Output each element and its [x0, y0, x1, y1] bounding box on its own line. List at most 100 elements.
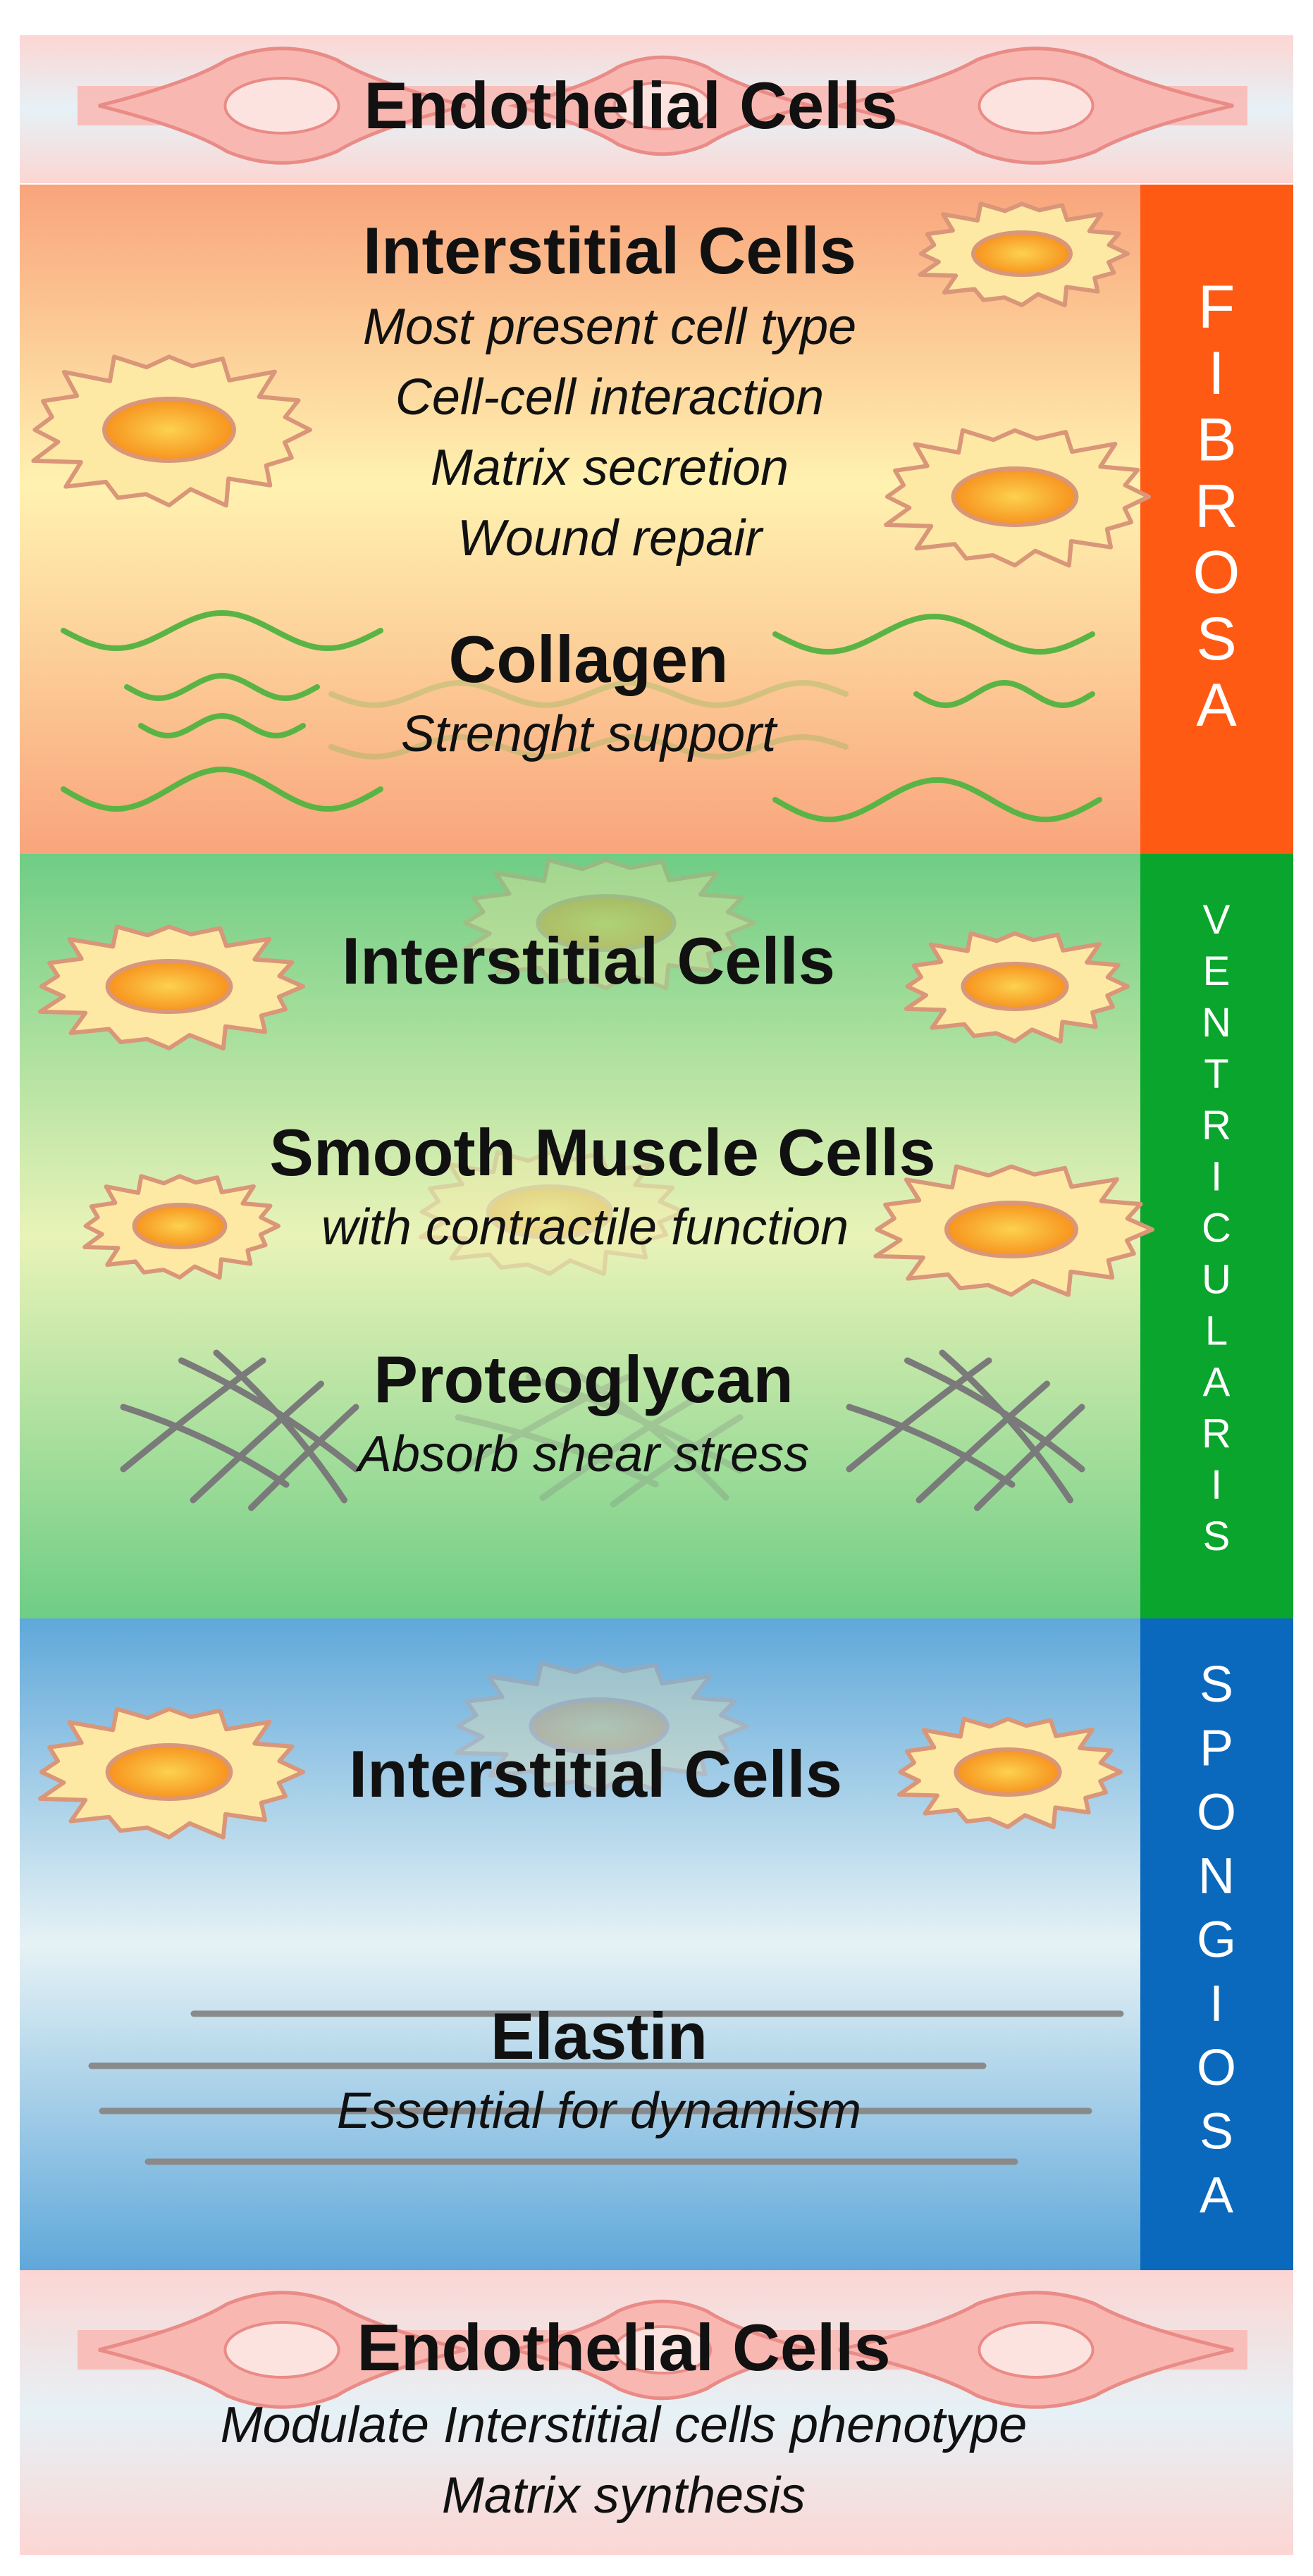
band-label-letter: O — [1197, 2040, 1236, 2096]
ventricularis-band — [1140, 854, 1293, 1618]
elastin-description: Essential for dynamism — [337, 2083, 861, 2139]
nucleus — [612, 2325, 713, 2374]
band-label-letter: P — [1200, 1721, 1233, 1777]
proteoglycan-title: Proteoglycan — [374, 1342, 794, 1416]
band-label-letter: S — [1200, 2103, 1233, 2160]
band-label-letter: I — [1209, 1976, 1223, 2032]
endothelial-cell — [838, 47, 1234, 165]
endothelial-cell — [98, 47, 466, 165]
fibrosa-interstitial-line: Wound repair — [457, 510, 764, 566]
band-label-letter: N — [1202, 1000, 1231, 1046]
endothelial-cell — [507, 2299, 818, 2401]
fibrosa-interstitial-title: Interstitial Cells — [363, 213, 856, 287]
proteoglycan-cluster — [455, 1367, 744, 1508]
spongiosa-band — [1140, 1618, 1293, 2270]
interstitial-cell — [38, 1707, 305, 1840]
nucleus — [961, 962, 1069, 1011]
nucleus — [971, 230, 1073, 277]
interstitial-cell — [454, 1661, 749, 1794]
interstitial-cells-group — [31, 202, 1154, 1840]
bottom-endothelial-cells — [78, 2291, 1247, 2409]
endothelial-cell — [838, 2291, 1234, 2409]
smooth-muscle-title: Smooth Muscle Cells — [269, 1115, 935, 1189]
band-label-letter: R — [1202, 1103, 1231, 1148]
interstitial-cell — [896, 1716, 1123, 1830]
band-label-letter: O — [1197, 1784, 1236, 1840]
nucleus — [105, 1743, 233, 1801]
nucleus — [486, 1184, 614, 1239]
bottom-endothelium-line: Modulate Interstitial cells phenotype — [221, 2397, 1028, 2453]
band-label-letter: T — [1204, 1051, 1228, 1097]
collagen-fiber — [772, 776, 1102, 823]
nucleus — [944, 1201, 1078, 1258]
nucleus — [951, 466, 1079, 527]
interstitial-cell — [419, 1150, 686, 1276]
collagen-fiber — [328, 733, 849, 760]
collagen-fiber — [124, 672, 320, 702]
band-label-letter: G — [1197, 1912, 1236, 1969]
interstitial-cell — [31, 354, 312, 508]
band-label-letter: S — [1200, 1657, 1233, 1713]
interstitial-cell — [904, 931, 1130, 1044]
nucleus — [612, 81, 713, 130]
band-label-letter: A — [1200, 2167, 1233, 2224]
interstitial-cell — [461, 857, 756, 991]
nucleus — [978, 77, 1095, 135]
proteoglycan-description: Absorb shear stress — [355, 1426, 809, 1482]
interstitial-cell — [82, 1174, 281, 1280]
collagen-fiber — [138, 712, 306, 739]
nucleus — [536, 894, 677, 952]
band-label-letter: B — [1196, 406, 1236, 473]
collagen-title: Collagen — [449, 622, 729, 696]
band-label-letter: F — [1198, 273, 1235, 341]
fibrosa-band — [1140, 185, 1293, 854]
band-label-letter: E — [1203, 948, 1231, 994]
proteoglycan-fibers — [120, 1349, 1085, 1511]
proteoglycan-cluster — [846, 1349, 1085, 1511]
collagen-description: Strenght support — [401, 706, 778, 762]
bottom-endothelium-line: Matrix synthesis — [442, 2467, 806, 2524]
band-label-letter: I — [1208, 340, 1225, 407]
band-label-letter: O — [1193, 539, 1240, 607]
nucleus — [105, 959, 233, 1014]
endothelial-cell — [98, 2291, 466, 2409]
collagen-fiber — [61, 609, 383, 652]
nucleus — [223, 77, 340, 135]
interstitial-cell — [873, 1164, 1154, 1297]
band-label-letter: V — [1203, 897, 1231, 943]
nucleus — [954, 1747, 1062, 1797]
top-endothelial-cells — [78, 47, 1247, 165]
proteoglycan-cluster — [120, 1349, 359, 1511]
interstitial-cell — [918, 202, 1130, 308]
band-label-letter: I — [1211, 1154, 1222, 1200]
band-label-letter: L — [1205, 1308, 1228, 1354]
band-label-letter: S — [1196, 605, 1236, 673]
band-label-letter: U — [1202, 1256, 1231, 1302]
collagen-fiber — [772, 613, 1095, 655]
nucleus — [529, 1697, 670, 1755]
nucleus — [223, 2321, 340, 2379]
band-label-letter: R — [1202, 1411, 1231, 1456]
fibrosa-interstitial-line: Matrix secretion — [431, 440, 789, 496]
band-label-letter: I — [1211, 1462, 1222, 1508]
interstitial-cell — [884, 428, 1151, 568]
band-label-letter: A — [1196, 671, 1237, 739]
nucleus — [132, 1203, 228, 1249]
smooth-muscle-description: with contractile function — [321, 1199, 849, 1256]
top-endothelium-title: Endothelial Cells — [364, 68, 897, 142]
collagen-fiber — [913, 679, 1095, 709]
spongiosa-interstitial-title: Interstitial Cells — [349, 1737, 842, 1811]
nucleus — [978, 2321, 1095, 2379]
ventricularis-interstitial-title: Interstitial Cells — [342, 924, 835, 998]
bottom-endothelium-title: Endothelial Cells — [357, 2310, 890, 2384]
band-label-letter: C — [1202, 1206, 1231, 1251]
band-label-letter: S — [1203, 1513, 1231, 1559]
elastin-title: Elastin — [491, 1999, 708, 2073]
elastin-fibers — [88, 2010, 1124, 2165]
fibrosa-interstitial-line: Cell-cell interaction — [395, 369, 824, 426]
collagen-fibers — [61, 609, 1102, 823]
fibrosa-interstitial-line: Most present cell type — [363, 299, 856, 355]
band-label-letter: A — [1203, 1359, 1231, 1405]
endothelial-cell — [507, 55, 818, 156]
